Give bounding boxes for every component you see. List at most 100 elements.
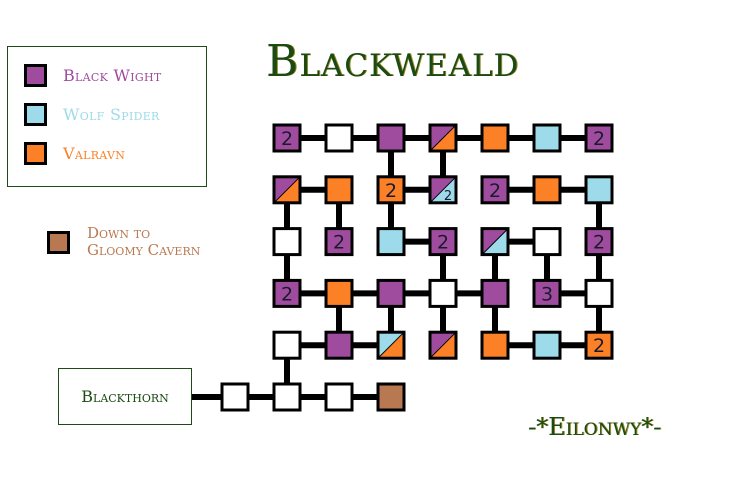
room-border (532, 330, 562, 360)
room-fill (378, 280, 404, 307)
room-r0c4[interactable] (480, 123, 510, 153)
room-fill (586, 280, 612, 307)
room-r0c3[interactable] (428, 123, 458, 153)
room-border (376, 175, 406, 205)
room-r0c6[interactable]: 2 (584, 123, 614, 153)
map-title: Blackweald (266, 36, 520, 87)
entry-blackthorn[interactable]: Blackthorn (58, 368, 192, 425)
room-border (428, 175, 458, 205)
room-border (532, 227, 562, 257)
room-r1c0[interactable] (272, 175, 302, 205)
room-border (428, 330, 458, 360)
room-r4c6[interactable]: 2 (584, 330, 614, 360)
room-r3c1[interactable] (324, 278, 354, 308)
room-border (480, 123, 510, 153)
legend-label: Black Wight (63, 66, 162, 85)
room-fill (482, 176, 508, 203)
room-border (272, 330, 302, 360)
room-divider (429, 331, 457, 359)
room-border (272, 123, 302, 153)
room-count-label: 2 (333, 232, 345, 254)
room-r5cm1[interactable] (220, 382, 250, 412)
legend-item-down: Down to Gloomy Cavern (47, 225, 200, 259)
room-r3c0[interactable]: 2 (272, 278, 302, 308)
room-r1c5[interactable] (532, 175, 562, 205)
room-r4c4[interactable] (480, 330, 510, 360)
room-fill (222, 384, 248, 410)
room-fill (326, 125, 352, 151)
room-count-label: 2 (281, 283, 293, 305)
room-r2c4[interactable] (480, 227, 510, 257)
room-count-label: 2 (593, 335, 605, 357)
room-r2c3[interactable]: 2 (428, 227, 458, 257)
room-r1c3[interactable]: 2 (428, 175, 458, 205)
room-fill (326, 228, 352, 255)
room-divider (481, 228, 509, 255)
room-r0c5[interactable] (532, 123, 562, 153)
room-divider (273, 176, 301, 204)
room-r3c2[interactable] (376, 278, 406, 308)
room-fill (430, 280, 456, 307)
room-count-label: 2 (593, 232, 605, 254)
room-r4c3[interactable] (428, 330, 458, 360)
room-r5c0[interactable] (272, 382, 302, 412)
room-r0c1[interactable] (324, 123, 354, 153)
room-divider (377, 331, 405, 359)
room-r4c1[interactable] (324, 330, 354, 360)
black-wight-swatch (24, 64, 47, 87)
room-r2c6[interactable]: 2 (584, 227, 614, 257)
room-fill (586, 228, 612, 255)
room-border (220, 382, 250, 412)
room-r1c1[interactable] (324, 175, 354, 205)
room-count-label: 2 (385, 180, 397, 202)
room-r1c2[interactable]: 2 (376, 175, 406, 205)
room-r1c4[interactable]: 2 (480, 175, 510, 205)
legend-label: Wolf Spider (63, 105, 160, 124)
room-r2c5[interactable] (532, 227, 562, 257)
room-r4c0[interactable] (272, 330, 302, 360)
room-border (480, 278, 510, 308)
room-border (272, 278, 302, 308)
room-r0c2[interactable] (376, 123, 406, 153)
room-count-label: 2 (437, 232, 449, 254)
room-r5c2[interactable] (376, 382, 406, 412)
room-fill (378, 228, 404, 255)
room-r4c5[interactable] (532, 330, 562, 360)
room-count-label: 2 (444, 189, 452, 204)
room-r4c2[interactable] (376, 330, 406, 360)
down-label-line1: Down to (87, 224, 151, 242)
room-divider (429, 124, 457, 152)
room-r2c1[interactable]: 2 (324, 227, 354, 257)
room-r0c0[interactable]: 2 (272, 123, 302, 153)
room-fill (482, 332, 508, 359)
room-fill (274, 332, 300, 359)
room-fill (274, 280, 300, 307)
down-swatch (47, 230, 70, 254)
room-count-label: 2 (489, 180, 501, 202)
room-fill (378, 125, 404, 151)
room-fill (586, 125, 612, 151)
room-border (324, 278, 354, 308)
legend-item-valravn: Valravn (24, 142, 125, 165)
room-r3c4[interactable] (480, 278, 510, 308)
room-border (324, 227, 354, 257)
room-r2c0[interactable] (272, 227, 302, 257)
room-count-label: 2 (593, 128, 605, 150)
room-r5c1[interactable] (324, 382, 354, 412)
author-signature: -*Eilonwy*- (528, 413, 662, 441)
valravn-swatch (24, 142, 47, 165)
legend-item-wolf-spider: Wolf Spider (24, 103, 160, 126)
room-border (324, 123, 354, 153)
room-r3c6[interactable] (584, 278, 614, 308)
room-r1c6[interactable] (584, 175, 614, 205)
room-r3c5[interactable]: 3 (532, 278, 562, 308)
room-border (584, 330, 614, 360)
room-border (376, 330, 406, 360)
room-r3c3[interactable] (428, 278, 458, 308)
room-border (480, 175, 510, 205)
legend-box: Black Wight Wolf Spider Valravn (7, 46, 207, 187)
room-fill (326, 332, 352, 359)
room-fill (534, 125, 560, 151)
room-r2c2[interactable] (376, 227, 406, 257)
room-fill (326, 384, 352, 410)
